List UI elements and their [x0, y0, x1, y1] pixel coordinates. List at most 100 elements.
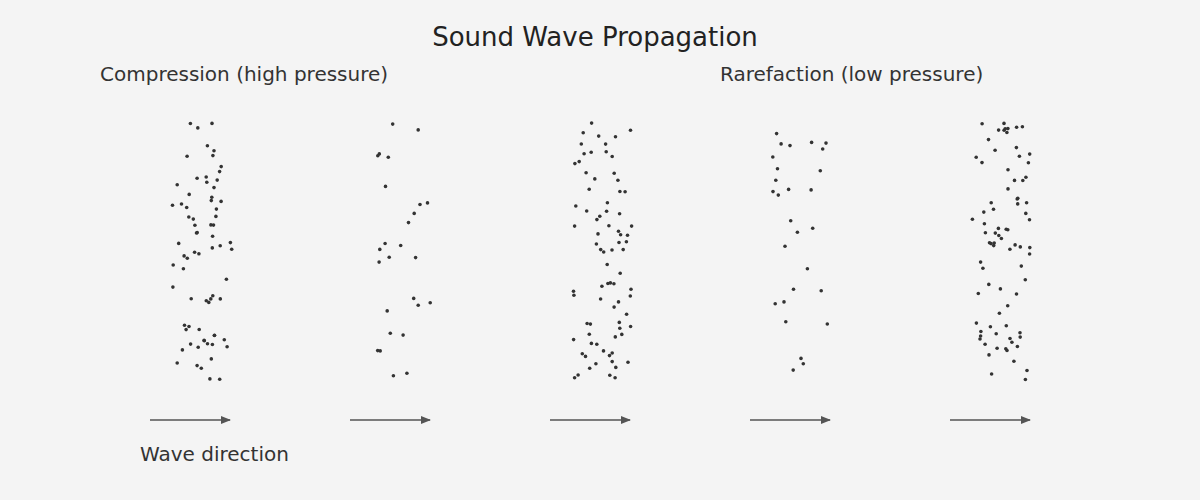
- particle-dot: [598, 215, 602, 219]
- particle-dot: [1006, 304, 1010, 308]
- particle-dot: [590, 121, 594, 125]
- particle-dot: [588, 366, 592, 370]
- particle-dot: [791, 368, 795, 372]
- particle-dot: [992, 208, 996, 212]
- particle-dot: [981, 267, 985, 271]
- particle-dot: [1005, 131, 1009, 135]
- particle-dot: [599, 248, 603, 252]
- particle-dot: [1020, 264, 1024, 268]
- particle-dot: [596, 232, 600, 236]
- particle-dot: [826, 322, 830, 326]
- particle-dot: [1018, 331, 1022, 335]
- particle-dot: [819, 289, 823, 293]
- particle-dot: [608, 373, 612, 377]
- particle-dot: [211, 246, 215, 250]
- particle-dot: [979, 260, 983, 264]
- particle-dot: [401, 333, 405, 337]
- particle-dot: [171, 285, 175, 289]
- particle-dot: [1016, 197, 1020, 201]
- particle-dot: [182, 254, 186, 258]
- particle-dot: [625, 240, 629, 244]
- particle-dot: [1006, 187, 1010, 191]
- particle-dot: [587, 188, 591, 192]
- particle-dot: [193, 224, 197, 228]
- diagram-title: Sound Wave Propagation: [432, 24, 758, 50]
- particle-dot: [187, 325, 191, 329]
- particle-dot: [387, 155, 391, 159]
- particle-dot: [617, 241, 621, 245]
- particle-dot: [189, 297, 193, 301]
- particle-dot: [1012, 360, 1016, 364]
- particle-dot: [416, 304, 420, 308]
- particle-dot: [994, 231, 998, 235]
- particle-dot: [983, 342, 987, 346]
- particle-dot: [612, 305, 616, 309]
- particle-dot: [187, 193, 191, 197]
- particle-dot: [213, 334, 217, 338]
- particle-dot: [416, 128, 420, 132]
- particle-dot: [993, 148, 997, 152]
- particle-dot: [171, 203, 175, 207]
- particle-dot: [218, 170, 222, 174]
- particle-dot: [630, 224, 634, 228]
- particle-dot: [819, 169, 823, 173]
- particle-dot: [1010, 340, 1014, 344]
- particle-dot: [185, 155, 189, 159]
- particle-dot: [618, 190, 622, 194]
- particle-dot: [225, 345, 229, 349]
- particle-dot: [206, 342, 210, 346]
- particle-dot: [595, 218, 599, 222]
- particle-dot: [572, 338, 576, 342]
- particle-dot: [210, 357, 214, 361]
- particle-dot: [211, 294, 215, 298]
- particle-dot: [1008, 337, 1012, 341]
- particle-dot: [391, 122, 395, 126]
- particle-dot: [584, 355, 588, 359]
- particle-dot: [597, 134, 601, 138]
- particle-dot: [984, 231, 988, 235]
- particle-dot: [618, 212, 622, 216]
- particle-dot: [584, 171, 588, 175]
- particle-dot: [1000, 237, 1004, 241]
- particle-dot: [1016, 202, 1020, 206]
- particle-dot: [210, 196, 214, 200]
- particle-dot: [606, 201, 610, 205]
- particle-dot: [376, 349, 380, 353]
- particle-dot: [1024, 278, 1028, 282]
- particle-dot: [974, 155, 978, 159]
- particle-dot: [426, 201, 430, 205]
- particle-dot: [384, 185, 388, 189]
- particle-dot: [171, 263, 175, 267]
- particle-dot: [987, 283, 991, 287]
- particle-dot: [1018, 335, 1022, 339]
- particle-dot: [1025, 369, 1029, 373]
- particle-dot: [614, 335, 618, 339]
- particle-dot: [208, 377, 212, 381]
- particle-dot: [196, 346, 200, 350]
- particle-dot: [1024, 378, 1028, 382]
- particle-dot: [1028, 218, 1032, 222]
- particle-dot: [204, 175, 208, 179]
- particle-dot: [1008, 247, 1012, 251]
- particle-dot: [195, 364, 199, 368]
- particle-dot: [610, 351, 614, 355]
- text-label: Rarefaction (low pressure): [720, 64, 983, 84]
- particle-dot: [211, 154, 215, 158]
- particle-dot: [588, 332, 592, 336]
- particle-dot: [1013, 243, 1017, 247]
- particle-dot: [581, 131, 585, 135]
- particle-dot: [605, 209, 609, 213]
- particle-dot: [997, 234, 1001, 238]
- particle-dot: [214, 215, 218, 219]
- particle-dot: [595, 342, 599, 346]
- particle-dot: [787, 188, 791, 192]
- particle-dot: [604, 142, 608, 146]
- direction-arrow: [150, 419, 230, 421]
- particle-dot: [212, 149, 216, 153]
- particle-dot: [809, 188, 813, 192]
- particle-dot: [581, 352, 585, 356]
- particle-dot: [378, 248, 382, 252]
- particle-dot: [196, 126, 200, 130]
- particle-dot: [600, 285, 604, 289]
- text-label: Compression (high pressure): [100, 64, 388, 84]
